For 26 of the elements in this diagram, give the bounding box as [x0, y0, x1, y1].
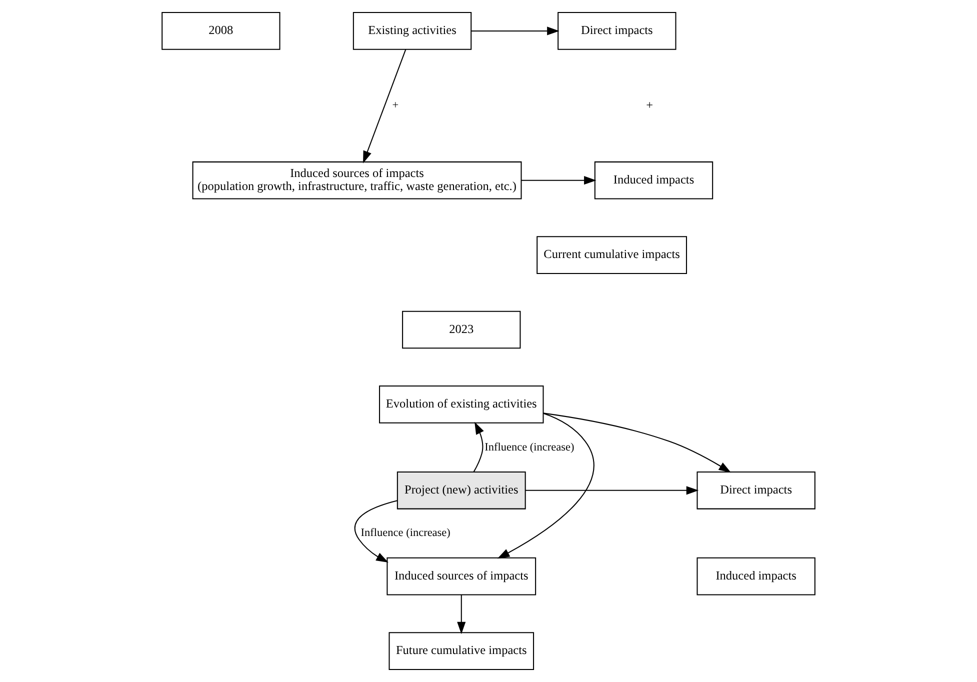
- node-box: 2023: [402, 310, 521, 349]
- node-box: Induced impacts: [594, 161, 714, 200]
- node-box: Direct impacts: [558, 12, 676, 50]
- node-box: Project (new) activities: [396, 471, 526, 510]
- edge-label: +: [392, 100, 399, 112]
- arrow: [473, 422, 484, 472]
- arrow: [543, 412, 732, 473]
- node-box: 2008: [162, 12, 280, 50]
- arrow: [526, 486, 699, 495]
- node-box: Current cumulative impacts: [536, 236, 687, 274]
- arrow: [354, 500, 398, 563]
- node-box: Induced sources of impacts: [386, 557, 536, 596]
- node-box: Future cumulative impacts: [388, 632, 534, 670]
- node-box: Direct impacts: [696, 471, 816, 510]
- edge-label: Influence (increase): [360, 527, 450, 540]
- label: +: [646, 98, 654, 112]
- arrow: [457, 594, 466, 634]
- arrow: [363, 49, 406, 164]
- edge-label: Influence (increase): [484, 441, 574, 454]
- arrow: [521, 176, 596, 185]
- arrow: [497, 412, 594, 559]
- node-box: Induced sources of impacts (population growth, infrastructure, traffic, waste generation, etc.): [192, 161, 522, 200]
- node-box: Existing activities: [352, 12, 472, 50]
- node-box: Evolution of existing activities: [379, 386, 544, 424]
- arrow: [471, 26, 560, 36]
- node-box: Induced impacts: [696, 557, 816, 596]
